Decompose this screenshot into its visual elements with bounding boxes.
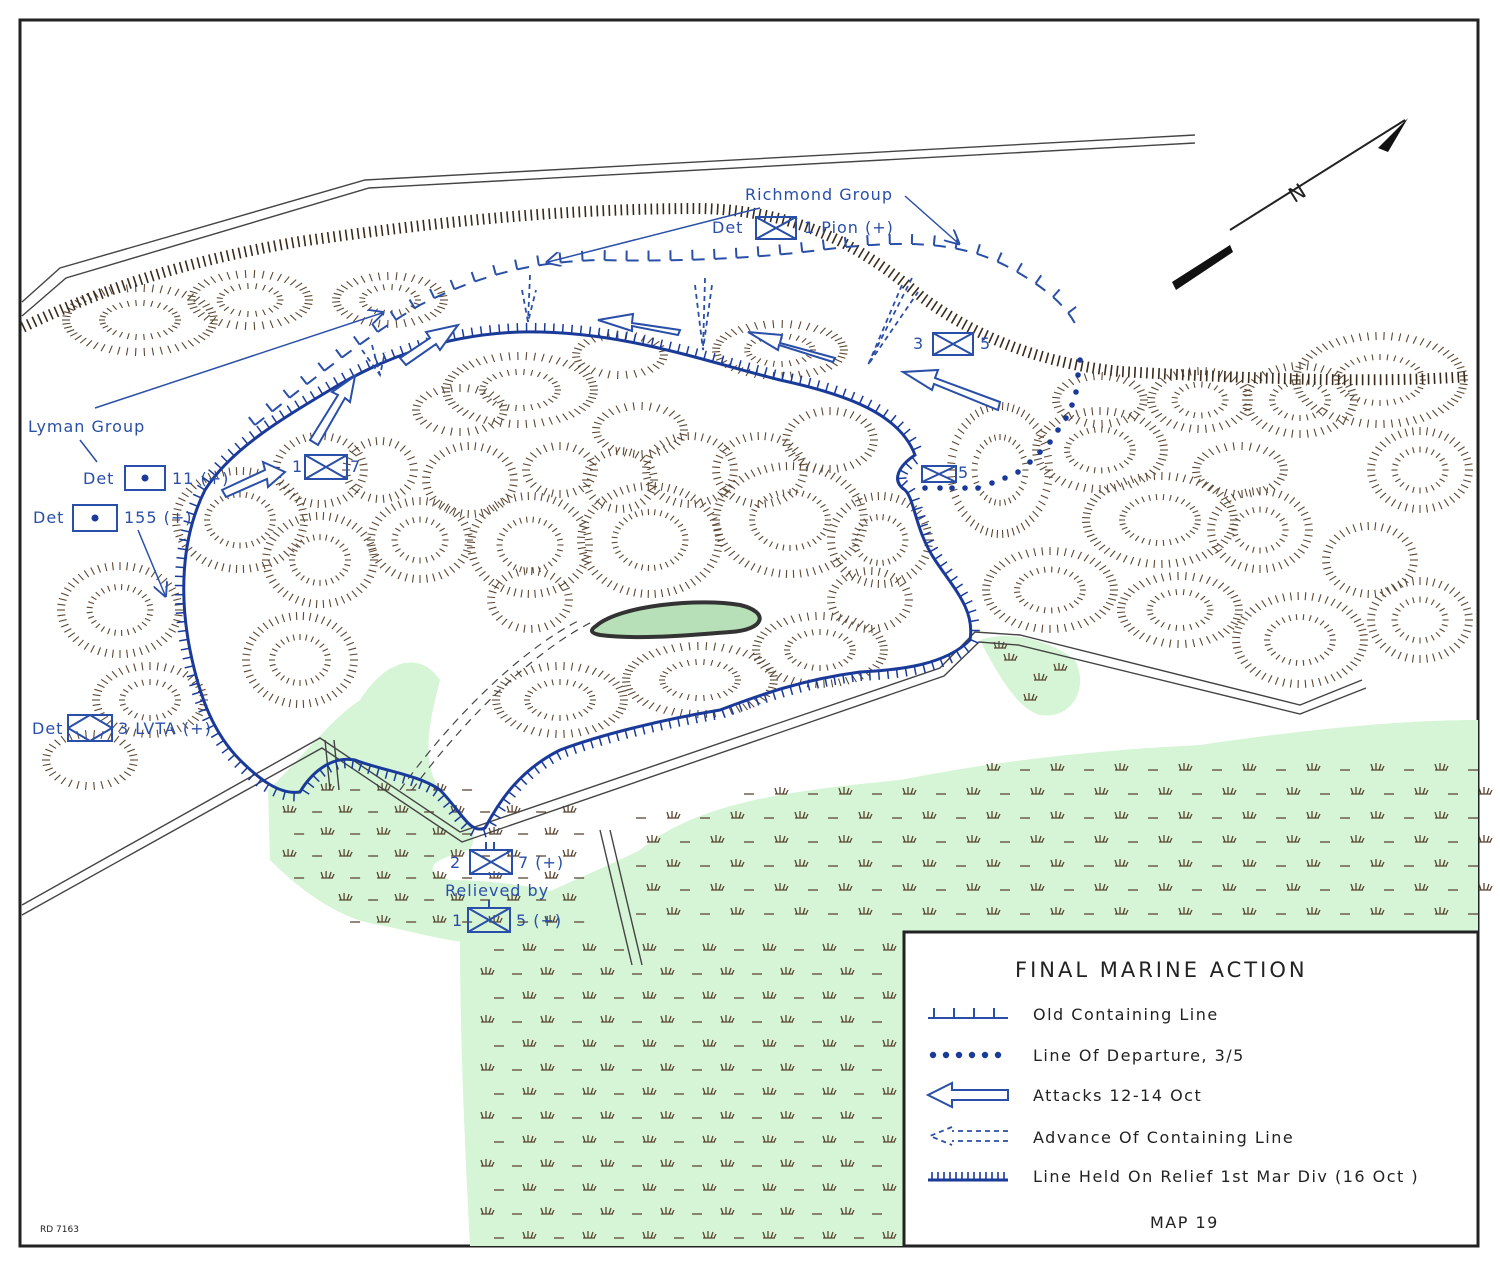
- unit-1-7-right: 7: [350, 457, 361, 476]
- det-lvta-name: 3 LVTA (+): [118, 719, 212, 738]
- unit-lvta: [67, 714, 113, 742]
- det-pion-prefix: Det: [712, 218, 743, 237]
- line-held-on-relief: [174, 322, 980, 838]
- unit-155: [72, 504, 118, 532]
- unit-1-5-right: 5 (+): [516, 911, 562, 930]
- terrain-hachures: [42, 270, 1473, 790]
- old-containing-line: [248, 234, 1079, 426]
- unit-3-5-right: 5: [980, 334, 991, 353]
- map-code: RD 7163: [40, 1225, 79, 1235]
- legend-label-departure: Line Of Departure, 3/5: [1033, 1046, 1245, 1065]
- legend-symbol-old-line: [928, 1008, 1008, 1019]
- unit-11: [124, 465, 166, 491]
- richmond-group-label: Richmond Group: [745, 185, 893, 204]
- det-11-name: 11 (+): [172, 469, 229, 488]
- det-155-name: 155 (+): [124, 508, 193, 527]
- legend: FINAL MARINE ACTION Old Containing Line …: [902, 930, 1480, 1248]
- unit-5-label: 5: [958, 463, 969, 482]
- det-pion-name: 1 Pion (+): [804, 218, 894, 237]
- marsh-tufts: [282, 641, 1493, 1239]
- unit-5: [921, 465, 957, 483]
- unit-1-5-left: 1: [452, 911, 463, 930]
- unit-symbols: [67, 216, 974, 933]
- unit-2-7-right: 7 (+): [518, 853, 564, 872]
- unit-3-5: [932, 332, 974, 356]
- unit-1-7-left: 1: [292, 457, 303, 476]
- unit-pion: [755, 216, 797, 240]
- northern-ridge: [20, 202, 1466, 386]
- legend-label-held: Line Held On Relief 1st Mar Div (16 Oct …: [1033, 1167, 1419, 1186]
- unit-1-5: [467, 900, 511, 933]
- legend-label-attack: Attacks 12-14 Oct: [1033, 1086, 1202, 1105]
- group-leader-lines: [79, 195, 958, 595]
- attack-arrows: [220, 312, 1002, 499]
- track: [399, 619, 593, 791]
- advance-arrows: [361, 274, 919, 378]
- map-number: MAP 19: [1150, 1213, 1219, 1232]
- legend-symbol-held: [928, 1172, 1008, 1182]
- line-of-departure: [922, 357, 1083, 491]
- unit-1-7: [304, 454, 348, 480]
- lyman-group-label: Lyman Group: [28, 417, 145, 436]
- unit-2-7: [469, 842, 513, 875]
- legend-symbol-advance: [927, 1126, 1008, 1146]
- legend-label-advance: Advance Of Containing Line: [1033, 1128, 1294, 1147]
- unit-3-5-left: 3: [913, 334, 924, 353]
- det-lvta-prefix: Det: [32, 719, 63, 738]
- legend-symbol-attack: [925, 1081, 1009, 1109]
- det-11-prefix: Det: [83, 469, 114, 488]
- unit-2-7-left: 2: [450, 853, 461, 872]
- relieved-by-label: Relieved by: [445, 881, 549, 900]
- det-155-prefix: Det: [33, 508, 64, 527]
- legend-title: FINAL MARINE ACTION: [1015, 958, 1308, 982]
- unit-labels: Richmond Group Lyman Group Det 1 Pion (+…: [28, 185, 991, 930]
- central-pond: [589, 600, 762, 640]
- legend-label-old-line: Old Containing Line: [1033, 1005, 1219, 1024]
- legend-symbol-departure: [929, 1051, 1002, 1059]
